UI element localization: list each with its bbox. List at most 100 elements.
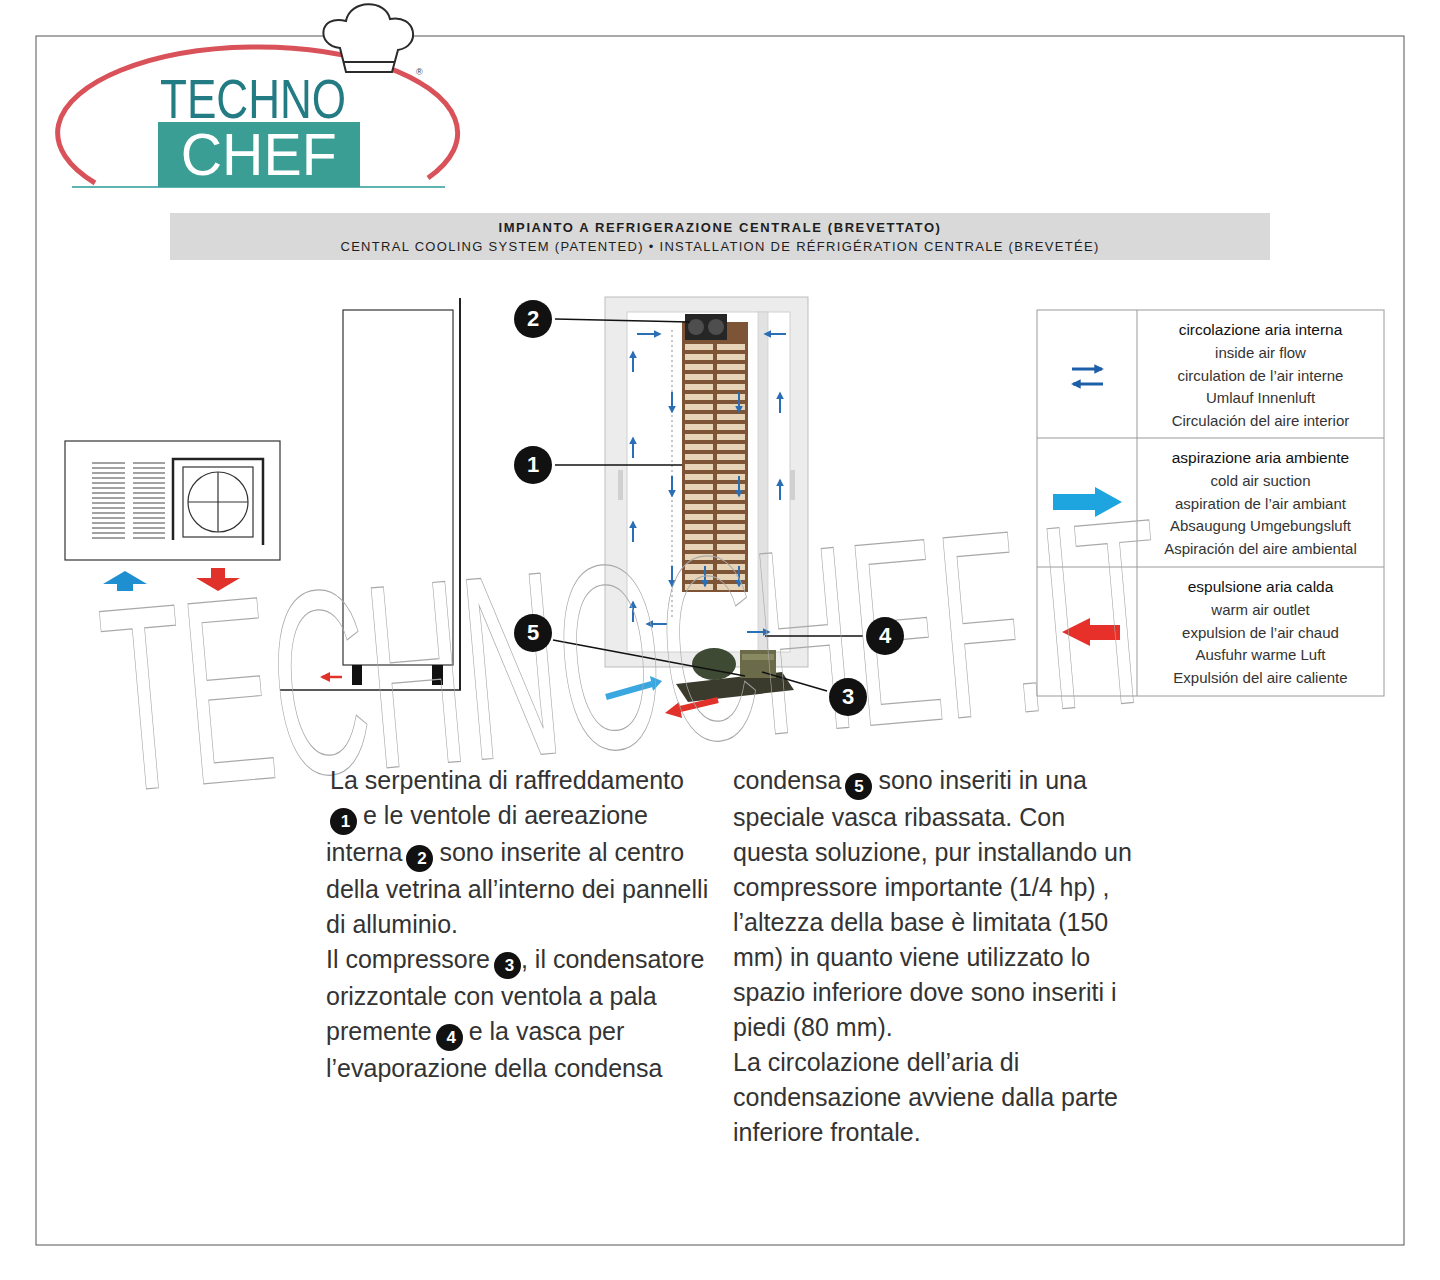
legend-text: aspirazione aria ambiente [1137, 447, 1384, 469]
drawing-rect [618, 470, 623, 500]
drawing-rect [717, 504, 745, 510]
drawing-line [92, 483, 125, 484]
drawing-rect [717, 464, 745, 470]
drawing-g [92, 463, 165, 538]
drawing-rect [717, 384, 745, 390]
callout-number: 5 [845, 773, 872, 800]
description-column: condensa5sono inseriti in una speciale v… [733, 763, 1133, 1150]
description-text: La circolazione dell’aria di condensazio… [733, 1048, 1118, 1146]
drawing-line [133, 488, 165, 489]
drawing-line [1037, 438, 1384, 439]
drawing-line [133, 523, 165, 524]
drawing-rect [685, 374, 713, 380]
callout-number: 3 [494, 952, 521, 979]
drawing-rect [685, 484, 713, 490]
callout-number: 1 [514, 446, 552, 484]
drawing-rect [685, 414, 713, 420]
callout-number: 2 [406, 845, 433, 872]
drawing-line [133, 503, 165, 504]
drawing-rect [717, 414, 745, 420]
drawing-rect [685, 364, 713, 370]
drawing-rect [685, 464, 713, 470]
drawing-line [1072, 368, 1102, 371]
drawing-rect [65, 441, 280, 560]
drawing-rect [685, 474, 713, 480]
drawing-line [92, 533, 125, 534]
drawing-line [1073, 383, 1103, 386]
logo-text: TECHNO [160, 71, 346, 127]
drawing-line [92, 538, 125, 539]
drawing-rect [685, 504, 713, 510]
chef-hat [323, 4, 413, 72]
description-text: Il compressore [326, 945, 490, 973]
drawing-line [765, 333, 786, 335]
drawing-line [671, 476, 673, 496]
drawing-rect [717, 494, 745, 500]
drawing-rect [685, 404, 713, 410]
description-column: La serpentina di raffreddamento1e le ven… [326, 763, 720, 1086]
drawing-rect [183, 467, 253, 537]
drawing-rect [717, 364, 745, 370]
drawing-line [92, 498, 125, 499]
drawing-line [133, 508, 165, 509]
drawing-line [133, 478, 165, 479]
drawing-circle [688, 319, 704, 335]
callout-number: 4 [866, 617, 904, 655]
drawing-rect [717, 354, 745, 360]
drawing-rect [685, 394, 713, 400]
drawing-line [632, 352, 634, 372]
legend-text: Absaugung Umgebungsluft [1137, 515, 1384, 537]
drawing-line [133, 483, 165, 484]
description-text: La serpentina di raffreddamento [330, 766, 684, 794]
drawing-rect [717, 424, 745, 430]
page-border [36, 36, 1404, 1245]
legend-text: Ausfuhr warme Luft [1137, 644, 1384, 666]
drawing-rect [685, 444, 713, 450]
drawing-line [779, 480, 781, 500]
drawing-line [133, 513, 165, 514]
drawing-rect [685, 494, 713, 500]
drawing-line [738, 392, 740, 412]
drawing-line [133, 538, 165, 539]
drawing-line [133, 533, 165, 534]
drawing-rect [685, 344, 713, 350]
drawing-line [133, 528, 165, 529]
drawing-rect [717, 434, 745, 440]
drawing-rect [685, 314, 727, 340]
drawing-rect [717, 344, 745, 350]
drawing-rect [717, 484, 745, 490]
drawing-line [92, 493, 125, 494]
title-text: IMPIANTO A REFRIGERAZIONE CENTRALE (BREV… [498, 218, 941, 237]
drawing-line [671, 392, 673, 412]
legend-text: Aspiración del aire ambiental [1137, 538, 1384, 560]
drawing-line [133, 493, 165, 494]
legend-text: circolazione aria interna [1137, 319, 1384, 341]
drawing-path [173, 459, 263, 545]
legend-text: Expulsión del aire caliente [1137, 667, 1384, 689]
drawing-line [555, 319, 690, 322]
drawing-line [92, 503, 125, 504]
logo-text: CHEF [181, 125, 337, 185]
drawing-line [133, 498, 165, 499]
callout-number: 3 [829, 678, 867, 716]
legend-text: expulsion de l’air chaud [1137, 622, 1384, 644]
callout-number: 2 [514, 300, 552, 338]
drawing-rect [685, 354, 713, 360]
legend-text: aspiration de l’air ambiant [1137, 493, 1384, 515]
drawing-rect [717, 454, 745, 460]
drawing-rect [717, 474, 745, 480]
logo-box: CHEF [158, 122, 360, 187]
drawing-line [133, 518, 165, 519]
drawing-line [92, 478, 125, 479]
drawing-rect [685, 384, 713, 390]
drawing-rect [717, 394, 745, 400]
drawing-rect [717, 374, 745, 380]
drawing-line [92, 513, 125, 514]
callout-number: 1 [330, 808, 357, 835]
drawing-line [133, 468, 165, 469]
drawing-rect [717, 404, 745, 410]
drawing-line [133, 473, 165, 474]
drawing-line [555, 464, 682, 466]
drawing-line [92, 473, 125, 474]
drawing-circle [188, 472, 248, 532]
